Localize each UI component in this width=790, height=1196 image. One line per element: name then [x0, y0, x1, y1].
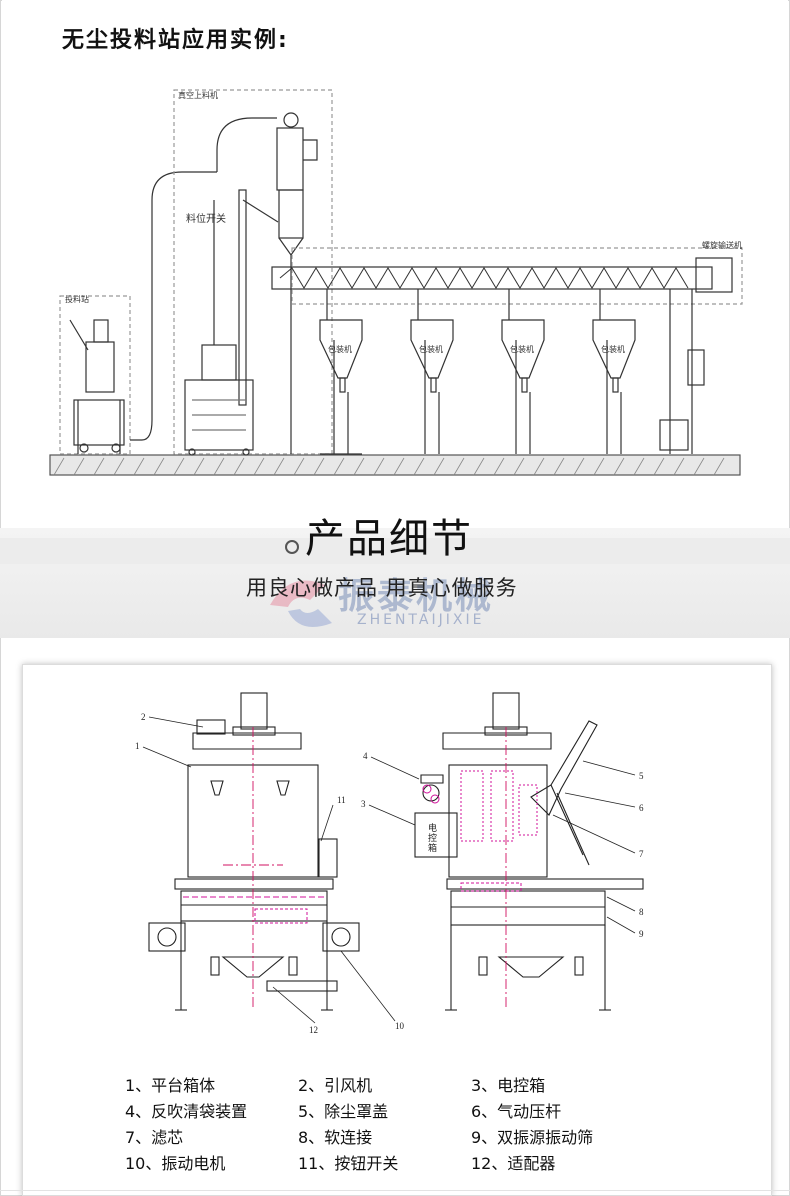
packer-label-1: 包装机: [328, 344, 352, 354]
level-switch-label: 料位开关: [186, 212, 226, 225]
callout-12: 12: [309, 1025, 318, 1035]
part-item: 7、滤芯: [125, 1128, 184, 1147]
machine-drawing: 电 控 箱 2 1 11 12 10 4 3 5 6 7 8 9: [135, 692, 644, 1035]
screw-conveyor-label: 螺旋输送机: [702, 240, 742, 250]
parts-row: 4、反吹清袋装置 5、除尘罩盖 6、气动压杆: [125, 1099, 685, 1125]
control-box-text-1: 电: [428, 822, 437, 833]
brand-watermark: 振泰机械: [338, 576, 495, 617]
callout-2: 2: [141, 712, 146, 722]
callout-4: 4: [363, 751, 368, 761]
part-item: 5、除尘罩盖: [298, 1102, 389, 1121]
part-item: 11、按钮开关: [298, 1154, 399, 1173]
parts-row: 10、振动电机 11、按钮开关 12、适配器: [125, 1151, 685, 1177]
application-title: 无尘投料站应用实例:: [62, 28, 289, 53]
callout-1: 1: [135, 741, 140, 751]
control-box-text-2: 控: [428, 832, 437, 843]
part-item: 3、电控箱: [471, 1076, 546, 1095]
application-diagram: 投料站 真空上料机 料位开关 螺旋输送机 包装机 包装机 包装机 包装机: [49, 89, 743, 476]
part-item: 12、适配器: [471, 1154, 556, 1173]
parts-row: 1、平台箱体 2、引风机 3、电控箱: [125, 1073, 685, 1099]
parts-row: 7、滤芯 8、软连接 9、双振源振动筛: [125, 1125, 685, 1151]
part-item: 2、引风机: [298, 1076, 373, 1095]
detail-drawing-card: 电 控 箱 2 1 11 12 10 4 3 5 6 7 8 9: [22, 664, 772, 1196]
callout-8: 8: [639, 907, 644, 917]
callout-3: 3: [361, 799, 366, 809]
detail-banner: [0, 528, 790, 638]
callout-11: 11: [337, 795, 346, 805]
feeding-station-label: 投料站: [65, 294, 89, 304]
bullet-icon: [285, 540, 299, 554]
part-item: 1、平台箱体: [125, 1076, 216, 1095]
packer-label-2: 包装机: [419, 344, 443, 354]
application-example-section: 无尘投料站应用实例:: [2, 0, 788, 525]
part-item: 10、振动电机: [125, 1154, 226, 1173]
detail-title-text: 产品细节: [305, 516, 473, 562]
brand-logo-icon: [270, 580, 332, 627]
packer-label-3: 包装机: [510, 344, 534, 354]
parts-legend: 1、平台箱体 2、引风机 3、电控箱 4、反吹清袋装置 5、除尘罩盖 6、气动压…: [125, 1073, 685, 1177]
part-item: 8、软连接: [298, 1128, 373, 1147]
brand-pinyin: ZHENTAIJIXIE: [357, 612, 485, 628]
part-item: 4、反吹清袋装置: [125, 1102, 248, 1121]
control-box-text-3: 箱: [428, 842, 437, 853]
bottom-divider: [0, 1190, 790, 1191]
packer-label-4: 包装机: [601, 344, 625, 354]
callout-5: 5: [639, 771, 644, 781]
detail-section-title: 产品细节: [285, 506, 473, 564]
vacuum-loader-label: 真空上料机: [178, 90, 218, 100]
callout-7: 7: [639, 849, 644, 859]
callout-6: 6: [639, 803, 644, 813]
part-item: 6、气动压杆: [471, 1102, 562, 1121]
callout-9: 9: [639, 929, 644, 939]
part-item: 9、双振源振动筛: [471, 1128, 594, 1147]
slogan-text: 用良心做产品 用真心做服务: [246, 576, 518, 600]
callout-10: 10: [395, 1021, 405, 1031]
